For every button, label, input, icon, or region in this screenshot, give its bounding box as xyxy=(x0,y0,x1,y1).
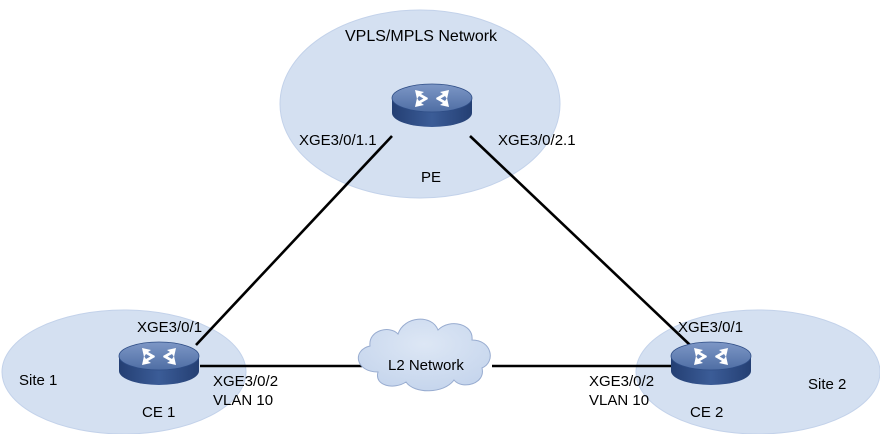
ce2-vlan: VLAN 10 xyxy=(589,392,650,409)
ce1-router-icon xyxy=(118,341,200,386)
ce2-router-icon xyxy=(670,341,752,386)
pe-interface-right: XGE3/0/2.1 xyxy=(498,132,576,149)
l2-network-cloud xyxy=(358,318,491,392)
site1-label: Site 1 xyxy=(19,372,58,389)
ce2-interface-up: XGE3/0/1 xyxy=(678,319,744,336)
site2-region xyxy=(635,309,880,434)
link-pe-ce2 xyxy=(469,135,691,346)
ce2-interface-left: XGE3/0/2 xyxy=(589,373,655,390)
ce1-interface-right: XGE3/0/2 xyxy=(213,373,279,390)
ce1-vlan: VLAN 10 xyxy=(213,392,274,409)
l2-network-label: L2 Network xyxy=(388,357,464,374)
pe-interface-left: XGE3/0/1.1 xyxy=(299,132,377,149)
pe-label: PE xyxy=(421,169,442,186)
ce1-interface-up: XGE3/0/1 xyxy=(137,319,203,336)
ce2-label: CE 2 xyxy=(690,404,724,421)
ce1-label: CE 1 xyxy=(142,404,176,421)
pe-router-icon xyxy=(391,83,473,128)
link-ce1-pe xyxy=(195,135,393,346)
site2-label: Site 2 xyxy=(808,376,847,393)
network-title: VPLS/MPLS Network xyxy=(345,28,498,45)
